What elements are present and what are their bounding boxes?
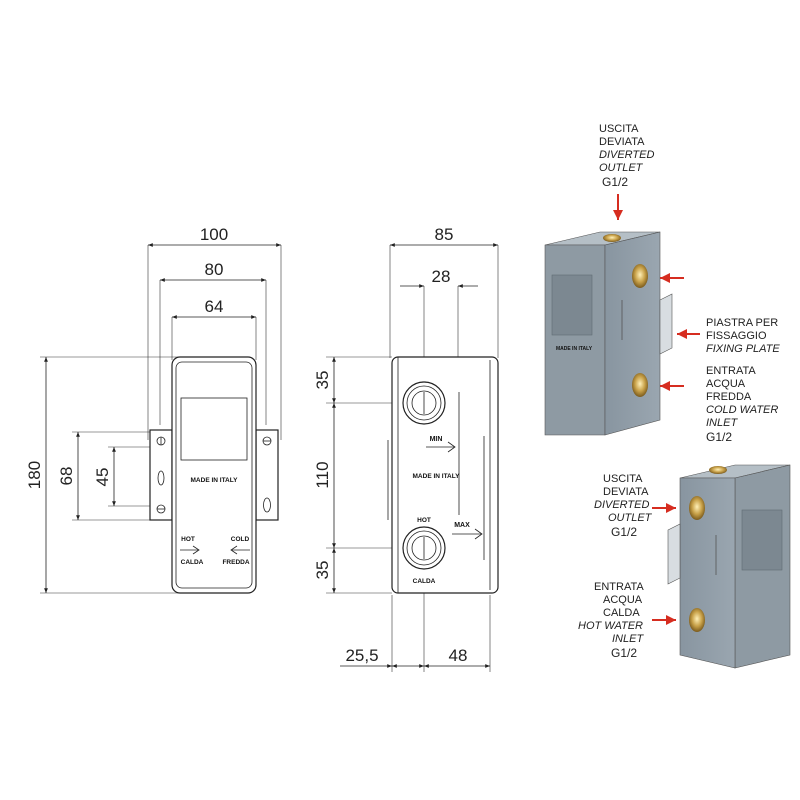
callout-side-outlet: USCITA DEVIATA DIVERTED OUTLET G1/2: [594, 473, 653, 539]
callout-text: FREDDA: [706, 391, 752, 403]
dim-85: 85: [389, 225, 499, 358]
min-arrow-icon: [426, 441, 456, 453]
front-hot-arrow-icon: [180, 545, 200, 555]
callout-text: G1/2: [611, 646, 637, 660]
callout-text: CALDA: [603, 607, 640, 619]
lower-fitting: [402, 526, 446, 570]
bracket-screw-holes: [156, 436, 272, 514]
callout-cold-inlet: ENTRATA ACQUA FREDDA COLD WATER INLET G1…: [706, 365, 778, 444]
callout-text: FISSAGGIO: [706, 330, 767, 342]
dim-80: 80: [159, 260, 267, 425]
callout-text: INLET: [706, 417, 738, 429]
callout-hot-inlet: ENTRATA ACQUA CALDA HOT WATER INLET G1/2: [578, 581, 644, 660]
front-fredda: FREDDA: [222, 559, 249, 566]
max-arrow-icon: [452, 528, 483, 540]
callout-text: COLD WATER: [706, 404, 778, 416]
callout-text: ACQUA: [706, 378, 746, 390]
callout-text: G1/2: [706, 430, 732, 444]
side-view: 85 28 35 110 35: [313, 225, 499, 672]
side-made-in-italy: MADE IN ITALY: [413, 473, 461, 480]
front-window: [180, 397, 248, 461]
front-view: 100 80 64 180 68: [25, 225, 282, 594]
callout-text: G1/2: [611, 525, 637, 539]
callout-text: PIASTRA PER: [706, 317, 778, 329]
front-calda: CALDA: [181, 559, 204, 566]
front-cold-arrow-icon: [230, 545, 250, 555]
svg-text:MADE IN ITALY: MADE IN ITALY: [556, 346, 593, 352]
dim-48: 48: [424, 646, 490, 668]
callout-text: DIVERTED: [599, 149, 654, 161]
front-hot: HOT: [181, 536, 195, 543]
dim-180: 180: [25, 356, 178, 594]
dim-25-5: 25,5: [340, 590, 491, 672]
side-max: MAX: [454, 522, 470, 529]
front-made-in-italy: MADE IN ITALY: [191, 477, 239, 484]
right-bracket: [255, 429, 279, 521]
dim-80-label: 80: [205, 260, 224, 279]
dim-100-label: 100: [200, 225, 228, 244]
callout-text: FIXING PLATE: [706, 343, 780, 355]
dim-45: 45: [93, 446, 160, 507]
callout-text: OUTLET: [599, 162, 644, 174]
upper-fitting: [402, 381, 446, 425]
render-top-callout-arrows: [613, 194, 700, 391]
dim-25-5-label: 25,5: [345, 646, 378, 665]
dim-35-top-label: 35: [313, 371, 332, 390]
side-hot: HOT: [417, 517, 431, 524]
callout-fixing-plate: PIASTRA PER FISSAGGIO FIXING PLATE: [706, 317, 780, 355]
render-top: MADE IN ITALY: [544, 231, 673, 436]
dim-68: 68: [57, 431, 160, 521]
dim-64: 64: [171, 297, 257, 360]
dim-35-bottom: 35: [313, 548, 392, 594]
dim-110-label: 110: [313, 461, 332, 488]
callout-text: G1/2: [602, 175, 628, 189]
dim-100: 100: [147, 225, 282, 440]
callout-top-outlet: USCITA DEVIATA DIVERTED OUTLET G1/2: [599, 123, 654, 189]
front-cold: COLD: [231, 536, 250, 543]
side-min: MIN: [430, 436, 443, 443]
callout-text: INLET: [612, 633, 644, 645]
dim-64-label: 64: [205, 297, 224, 316]
dim-85-label: 85: [435, 225, 454, 244]
dim-45-label: 45: [93, 468, 112, 487]
callout-text: HOT WATER: [578, 620, 643, 632]
dim-28-label: 28: [432, 267, 451, 286]
render-bottom: [667, 464, 791, 669]
callout-text: DEVIATA: [603, 486, 649, 498]
callout-text: ENTRATA: [594, 581, 644, 593]
dim-35-bottom-label: 35: [313, 561, 332, 580]
callout-text: USCITA: [603, 473, 643, 485]
callout-text: DIVERTED: [594, 499, 649, 511]
side-calda: CALDA: [413, 578, 436, 585]
dim-180-label: 180: [25, 461, 44, 489]
dim-48-label: 48: [449, 646, 468, 665]
callout-text: ENTRATA: [706, 365, 756, 377]
dim-68-label: 68: [57, 467, 76, 486]
front-body: [171, 356, 257, 594]
callout-text: OUTLET: [608, 512, 653, 524]
render-bottom-callout-arrows: [652, 503, 676, 625]
callout-text: ACQUA: [603, 594, 643, 606]
callout-text: USCITA: [599, 123, 639, 135]
callout-text: DEVIATA: [599, 136, 645, 148]
